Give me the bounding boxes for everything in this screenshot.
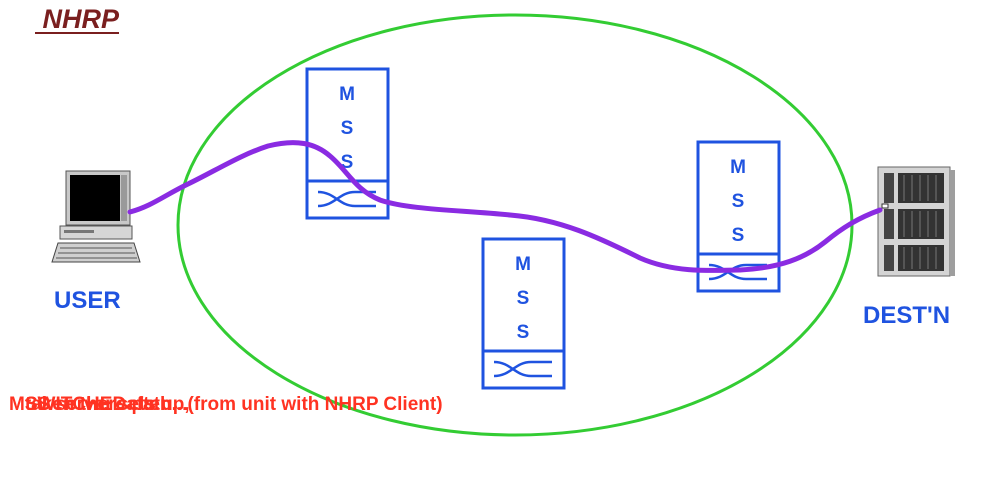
user-label: USER <box>54 287 121 314</box>
mss-letter: M <box>339 84 355 105</box>
mss-letter: M <box>730 157 746 178</box>
mss-unit-3: M S S <box>696 140 781 293</box>
mss-unit-2: M S S <box>481 237 566 390</box>
note-line-1: MSS server sets up, <box>9 394 190 415</box>
crossover-switch-icon <box>317 190 376 208</box>
dest-label: DEST'N <box>863 302 951 329</box>
mss-letter: M <box>515 254 531 275</box>
mss-letter: S <box>517 322 530 343</box>
mss-unit-1: M S S <box>305 67 390 220</box>
mss-letter: S <box>517 288 530 309</box>
mss-letter: S <box>732 191 745 212</box>
server-tower-icon <box>877 166 955 277</box>
crossover-switch-icon <box>493 360 552 378</box>
mss-letter: S <box>732 225 745 246</box>
mss-letter: S <box>341 118 354 139</box>
diagram-title: NHRP <box>35 4 120 34</box>
note-line-3: taken thereafter....(from unit with NHRP… <box>9 394 443 415</box>
desktop-computer-icon <box>51 170 141 263</box>
switched-path <box>127 140 883 274</box>
note-line-2: SWITCHED path <box>9 394 172 415</box>
